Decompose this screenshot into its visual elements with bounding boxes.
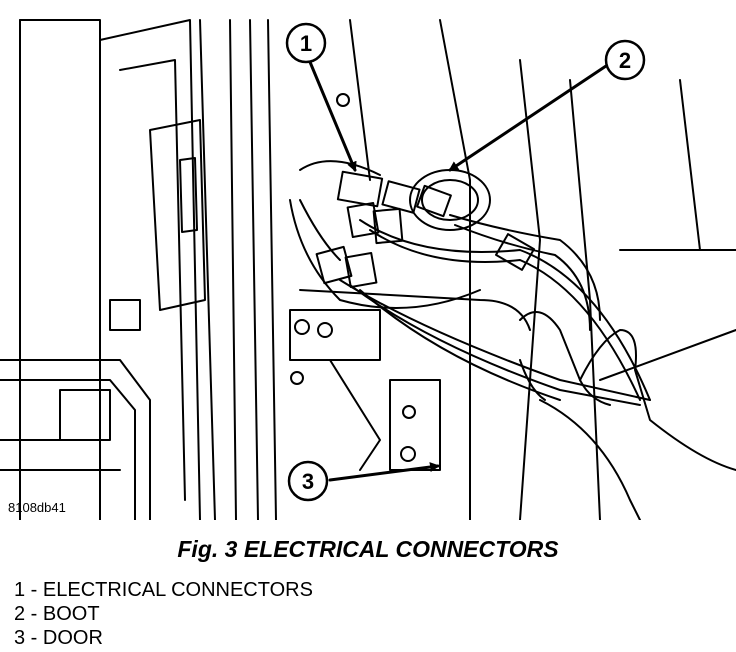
- legend-item-electrical-connectors: 1 - ELECTRICAL CONNECTORS: [14, 579, 313, 601]
- callout-1: 1: [285, 22, 327, 64]
- hand: [519, 311, 736, 520]
- legend-item-boot: 2 - BOOT: [14, 603, 100, 625]
- door-edge: [349, 19, 736, 520]
- door-frame: [19, 19, 277, 520]
- callout-number-1: 1: [300, 31, 312, 56]
- connectors: [315, 170, 535, 289]
- callout-number-2: 2: [619, 48, 631, 73]
- leader-arrow-3: [328, 462, 440, 482]
- legend-item-door: 3 - DOOR: [14, 627, 103, 649]
- figure-code: 8108db41: [8, 500, 66, 515]
- figure-caption: Fig. 3 ELECTRICAL CONNECTORS: [177, 536, 559, 562]
- callout-number-3: 3: [302, 469, 314, 494]
- callout-2: 2: [604, 39, 646, 81]
- boot: [289, 160, 531, 331]
- line-illustration: 1 2 3: [0, 19, 736, 520]
- lower-housing: [0, 299, 151, 520]
- wire-harness: [299, 199, 651, 406]
- bracket: [289, 93, 441, 471]
- callout-3: 3: [287, 460, 329, 502]
- leader-arrow-1: [308, 60, 357, 172]
- legend-list: 1 - ELECTRICAL CONNECTORS 2 - BOOT 3 - D…: [14, 578, 313, 650]
- leader-arrow-2: [448, 64, 608, 172]
